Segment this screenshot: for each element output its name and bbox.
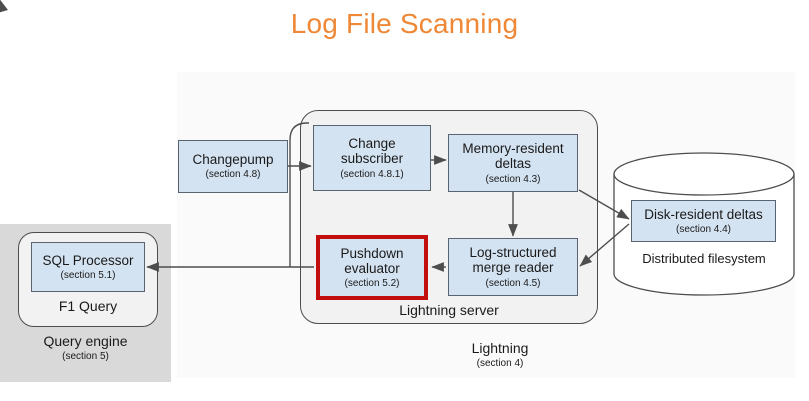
page-title: Log File Scanning [290,8,519,39]
node-section: (section 4.5) [485,277,541,289]
caption-text: Query engine [43,333,128,349]
node-change-subscriber[interactable]: Change subscriber (section 4.8.1) [313,125,431,191]
node-label: Changepump [192,152,274,168]
caption-text: Distributed filesystem [642,251,766,266]
caption-section: (section 5) [62,350,109,362]
node-section: (section 5.2) [344,278,400,290]
caption-lightning: Lightning (section 4) [380,340,620,369]
node-section: (section 4.8.1) [340,168,404,180]
node-label: Disk-resident deltas [644,206,763,222]
node-label: SQL Processor [42,252,134,268]
node-label: Log-structured merge reader [469,245,557,276]
node-disk-resident-deltas[interactable]: Disk-resident deltas (section 4.4) [631,200,776,242]
node-log-structured-merge-reader[interactable]: Log-structured merge reader (section 4.5… [448,238,578,296]
caption-f1-query: F1 Query [18,298,158,315]
node-section: (section 4.8) [205,169,261,181]
caption-section: (section 4) [476,357,524,369]
node-changepump[interactable]: Changepump (section 4.8) [178,140,288,193]
caption-text: F1 Query [58,298,118,314]
node-label: Memory-resident deltas [462,141,564,172]
node-section: (section 4.4) [675,223,732,235]
caption-text: Lightning [471,340,529,356]
node-sql-processor[interactable]: SQL Processor (section 5.1) [31,242,145,292]
node-section: (section 4.3) [485,173,541,185]
node-label: Change subscriber [340,136,404,167]
caption-text: Lightning server [399,302,499,318]
caption-query-engine: Query engine (section 5) [0,333,171,362]
node-label: Pushdown evaluator [340,245,404,276]
node-section: (section 5.1) [60,269,116,281]
node-pushdown-evaluator[interactable]: Pushdown evaluator (section 5.2) [316,235,428,300]
caption-lightning-server: Lightning server [300,302,598,319]
node-memory-resident-deltas[interactable]: Memory-resident deltas (section 4.3) [448,134,578,192]
caption-distributed-filesystem: Distributed filesystem [613,251,795,267]
